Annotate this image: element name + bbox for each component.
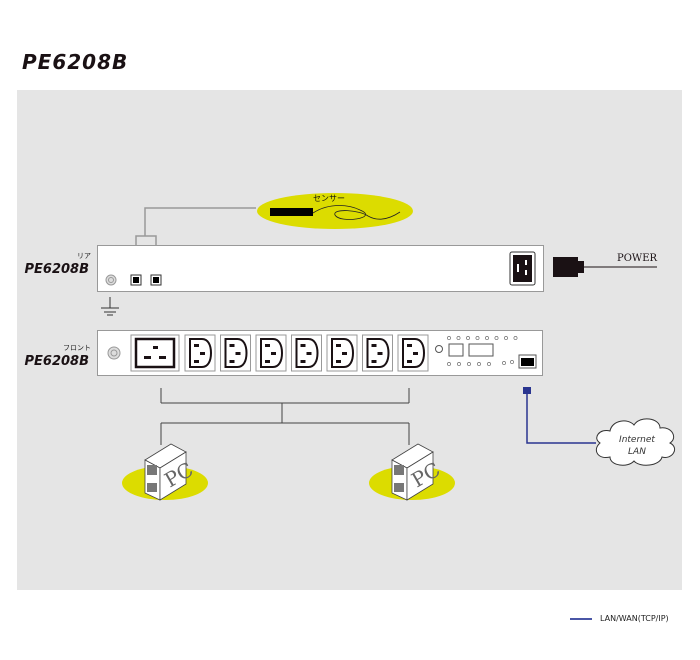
led: [447, 336, 451, 340]
led: [467, 362, 471, 366]
front-model-label: PE6208B: [25, 354, 90, 369]
led: [477, 362, 481, 366]
sensor-highlight: [257, 193, 413, 229]
display-1: [448, 343, 464, 357]
power-plug-icon: [553, 257, 578, 277]
display-2: [468, 343, 494, 357]
sensor-wire: [144, 207, 256, 236]
page-title: PE6208B: [22, 50, 129, 74]
sensor-icon: [270, 208, 313, 216]
legend-label: LAN/WAN(TCP/IP): [600, 614, 669, 623]
pc-2: PC: [369, 443, 455, 501]
front-caption: フロント: [63, 344, 91, 352]
power-inlet-socket: [513, 255, 532, 282]
sensor-port-1-jack: [133, 277, 139, 283]
internet-cloud-icon: [595, 418, 675, 466]
sensor-label: センサー: [313, 194, 345, 203]
led: [510, 360, 514, 364]
outlet-c13-4: [291, 334, 322, 372]
ground-icon: [101, 297, 119, 316]
outlet-c13-7: [397, 334, 429, 372]
power-pin-3: [525, 270, 527, 275]
led: [456, 336, 461, 340]
outlet-c13-5: [326, 334, 358, 372]
power-label: POWER: [617, 253, 658, 264]
led: [475, 336, 480, 340]
outlet-c13-1: [184, 334, 216, 372]
led: [504, 336, 508, 340]
rear-caption: リア: [77, 252, 91, 260]
reset-button-inner: [110, 349, 118, 357]
lan-port-jack: [521, 358, 534, 366]
led: [502, 361, 506, 365]
outlet-c19: [130, 334, 180, 372]
outlet-c13-2: [220, 334, 251, 372]
led: [485, 336, 489, 340]
cloud-label-internet: Internet: [619, 435, 655, 445]
led: [466, 336, 470, 340]
led: [487, 362, 491, 366]
power-plug-neck: [576, 261, 584, 273]
rear-unit: [97, 245, 544, 292]
reset-button-icon: [107, 346, 121, 360]
led: [457, 362, 461, 366]
cloud-label-lan: LAN: [628, 447, 646, 457]
sensor-cable: [312, 205, 401, 220]
legend: LAN/WAN(TCP/IP): [570, 614, 669, 623]
status-led-large: [435, 345, 443, 353]
pc-1: PC: [122, 443, 208, 501]
led: [513, 336, 518, 340]
legend-swatch: [570, 617, 592, 620]
power-pin-2: [525, 260, 527, 265]
lan-connector-icon: [523, 387, 531, 394]
sensor-port-2-jack: [153, 277, 159, 283]
lan-cable: [526, 394, 596, 444]
led: [494, 336, 499, 340]
pc-power-wiring: [160, 388, 410, 445]
outlet-c13-3: [255, 334, 287, 372]
rear-model-label: PE6208B: [25, 262, 90, 277]
ground-screw-inner: [108, 277, 114, 283]
outlet-c13-6: [362, 334, 393, 372]
power-pin-1: [517, 264, 519, 272]
ground-screw-icon: [105, 274, 117, 286]
led: [447, 362, 451, 366]
